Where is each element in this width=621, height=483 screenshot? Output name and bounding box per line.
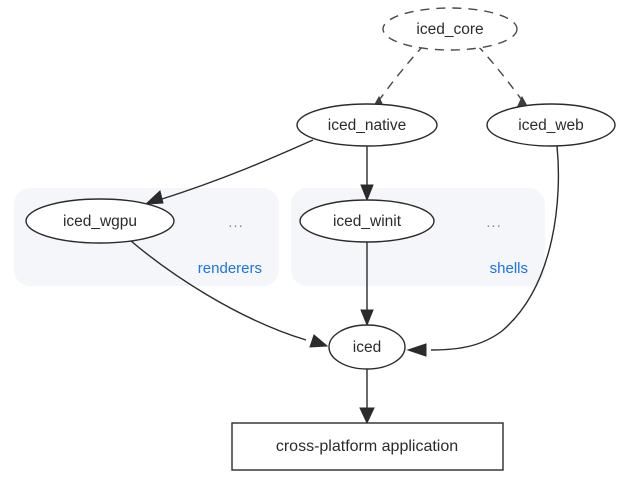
node-iced[interactable]: iced	[328, 324, 406, 370]
edge-iced-winit-to-iced-arrowhead	[360, 309, 374, 327]
node-iced-web-shape[interactable]	[486, 103, 616, 147]
node-iced-core[interactable]: iced_core	[382, 7, 518, 51]
edge-iced-wgpu-to-iced-line	[130, 240, 307, 341]
edge-iced-native-to-iced-winit-arrowhead	[360, 184, 374, 202]
node-iced-web[interactable]: iced_web	[486, 103, 616, 147]
node-iced-native-label: iced_native	[328, 117, 406, 134]
edge-iced-core-to-iced-native-line	[376, 44, 425, 104]
node-cross-platform-application-shape[interactable]	[231, 422, 504, 471]
node-iced-web-label: iced_web	[518, 117, 584, 134]
edge-iced-core-to-iced-web-line	[476, 44, 525, 104]
node-iced-winit[interactable]: iced_winit	[299, 199, 435, 243]
node-iced-wgpu[interactable]: iced_wgpu	[25, 198, 175, 244]
node-iced-shape[interactable]	[328, 324, 406, 370]
edge-iced-native-to-iced-wgpu-arrowhead	[144, 190, 164, 205]
edge-iced-to-application	[359, 369, 375, 425]
node-iced-label: iced	[353, 339, 381, 356]
node-iced-wgpu-label: iced_wgpu	[63, 213, 137, 230]
node-cross-platform-application[interactable]: cross-platform application	[231, 422, 504, 471]
node-iced-winit-shape[interactable]	[299, 199, 435, 243]
node-cross-platform-application-label: cross-platform application	[276, 438, 458, 455]
edge-iced-to-application-arrowhead	[359, 407, 375, 425]
cluster-shells-label: shells	[490, 260, 528, 277]
edge-iced-wgpu-to-iced	[130, 240, 329, 348]
edge-iced-native-to-iced-wgpu-line	[158, 139, 314, 201]
node-iced-native[interactable]: iced_native	[296, 103, 438, 147]
node-iced-winit-label: iced_winit	[333, 213, 402, 230]
cluster-renderers-label: renderers	[198, 260, 262, 277]
node-iced-native-shape[interactable]	[296, 103, 438, 147]
edge-iced-web-to-iced-line	[430, 145, 560, 351]
node-iced-wgpu-shape[interactable]	[25, 198, 175, 244]
edge-iced-winit-to-iced	[360, 242, 374, 327]
edge-iced-native-to-iced-winit	[360, 146, 374, 202]
node-iced-core-shape[interactable]	[382, 7, 518, 51]
edge-iced-core-to-iced-web	[476, 44, 534, 117]
edge-iced-web-to-iced-arrowhead	[406, 343, 427, 357]
cluster-shells-ellipsis: ...	[486, 214, 502, 231]
edge-iced-wgpu-to-iced-arrowhead	[309, 334, 329, 348]
edge-iced-native-to-iced-wgpu	[144, 139, 314, 205]
cluster-renderers-ellipsis: ...	[228, 214, 244, 231]
node-iced-core-label: iced_core	[416, 21, 483, 38]
edge-iced-web-to-iced	[406, 145, 560, 357]
